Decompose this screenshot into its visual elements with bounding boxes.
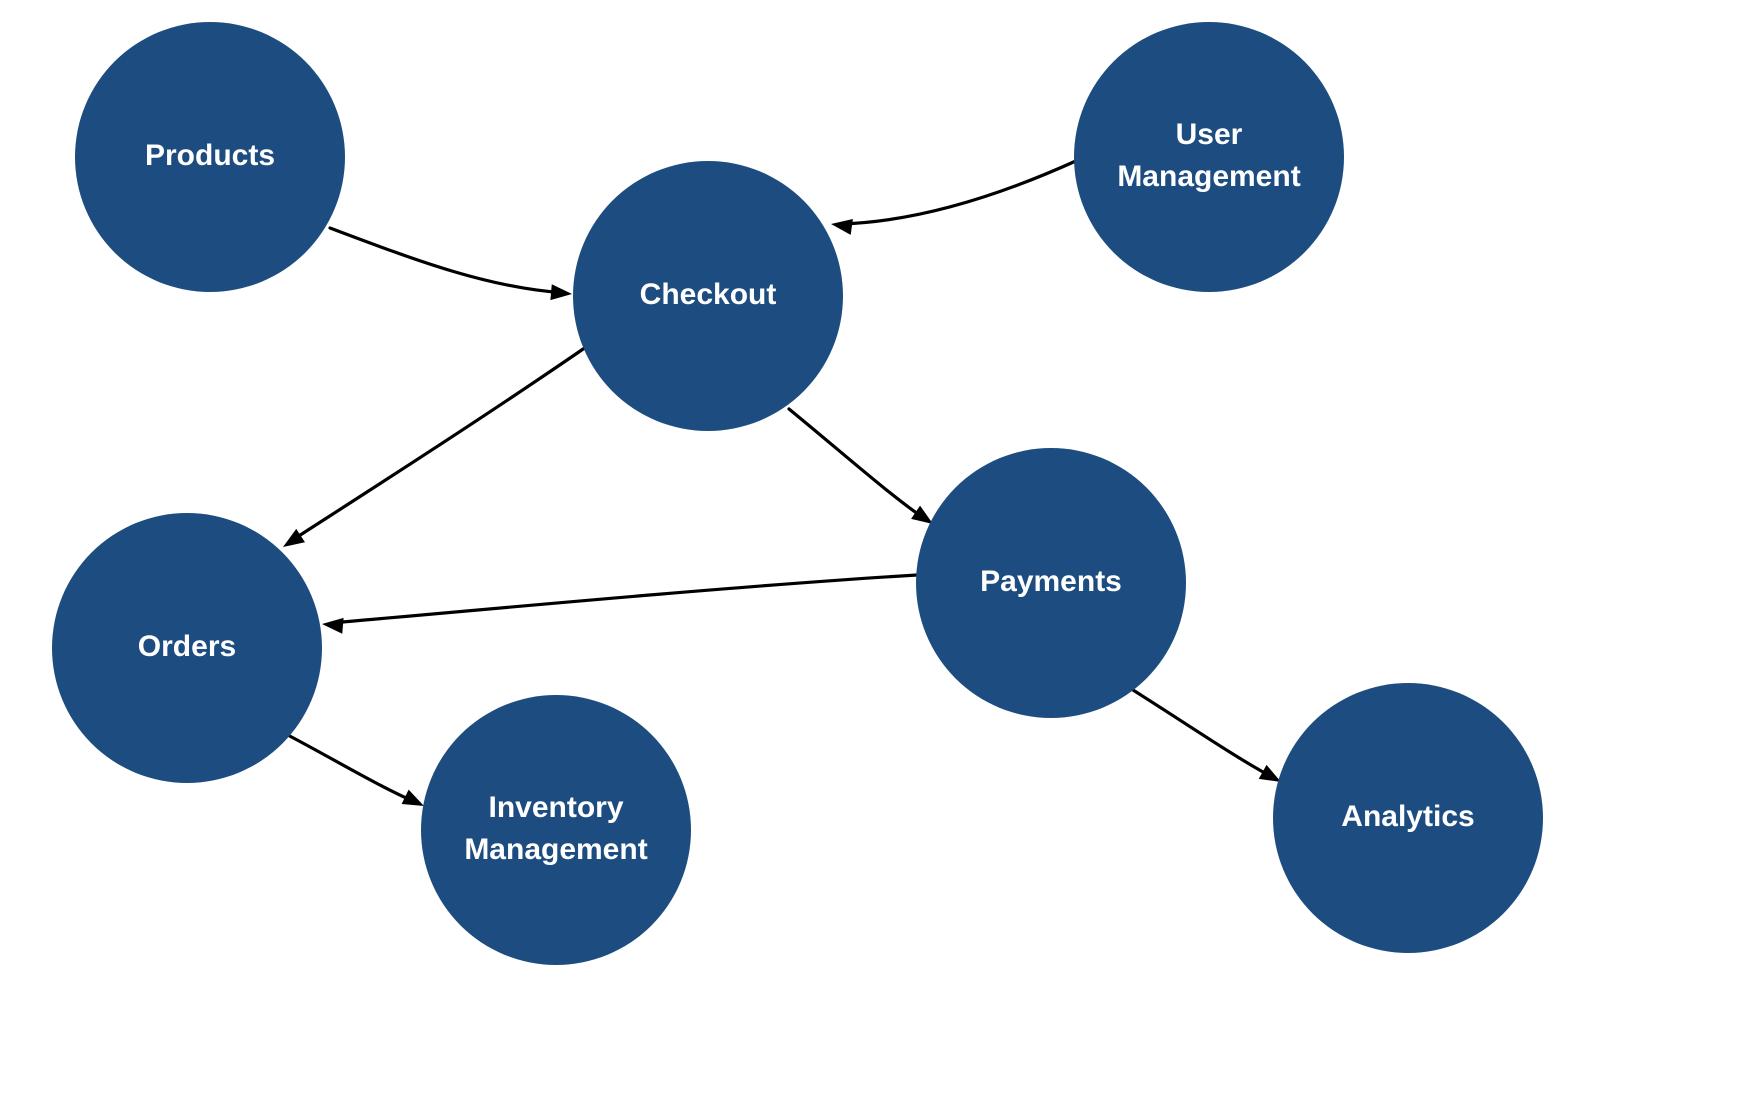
edge-checkout-to-payments [787,407,933,524]
node-label: Inventory [488,791,623,824]
node-circle[interactable] [421,695,691,965]
arrowhead-icon [550,284,572,301]
node-label: Management [1117,160,1300,193]
edge-line [282,731,417,804]
arrowhead-icon [322,617,344,634]
node-checkout[interactable]: Checkout [573,161,843,431]
edge-payments-to-analytics [1131,688,1281,782]
node-circle[interactable] [573,161,843,431]
edges-layer [282,158,1281,806]
edge-checkout-to-orders [283,343,591,547]
node-label: Orders [138,630,236,663]
edge-line [328,226,567,295]
edge-payments-to-orders [322,573,919,634]
node-circle[interactable] [916,448,1186,718]
node-products[interactable]: Products [75,22,345,292]
edge-products-to-checkout [328,226,572,301]
node-circle[interactable] [75,22,345,292]
node-analytics[interactable]: Analytics [1273,683,1543,953]
edge-line [838,158,1080,226]
arrowhead-icon [283,528,305,547]
edge-line [787,407,927,521]
node-label: Analytics [1341,800,1474,833]
edge-line [289,343,591,543]
node-label: Payments [980,565,1122,598]
node-circle[interactable] [1273,683,1543,953]
edge-user-management-to-checkout [831,158,1080,235]
arrowhead-icon [1258,764,1281,782]
node-circle[interactable] [52,513,322,783]
arrowhead-icon [911,505,933,524]
nodes-layer: ProductsUserManagementCheckoutOrdersPaym… [52,22,1543,965]
node-orders[interactable]: Orders [52,513,322,783]
edge-line [1131,688,1274,779]
node-label: Products [145,139,275,172]
node-label: Management [464,833,647,866]
edge-orders-to-inventory-management [282,731,424,806]
node-label: User [1176,118,1243,151]
edge-line [330,573,919,625]
node-label: Checkout [640,278,777,311]
node-payments[interactable]: Payments [916,448,1186,718]
arrowhead-icon [831,219,853,235]
arrowhead-icon [401,789,424,806]
node-circle[interactable] [1074,22,1344,292]
